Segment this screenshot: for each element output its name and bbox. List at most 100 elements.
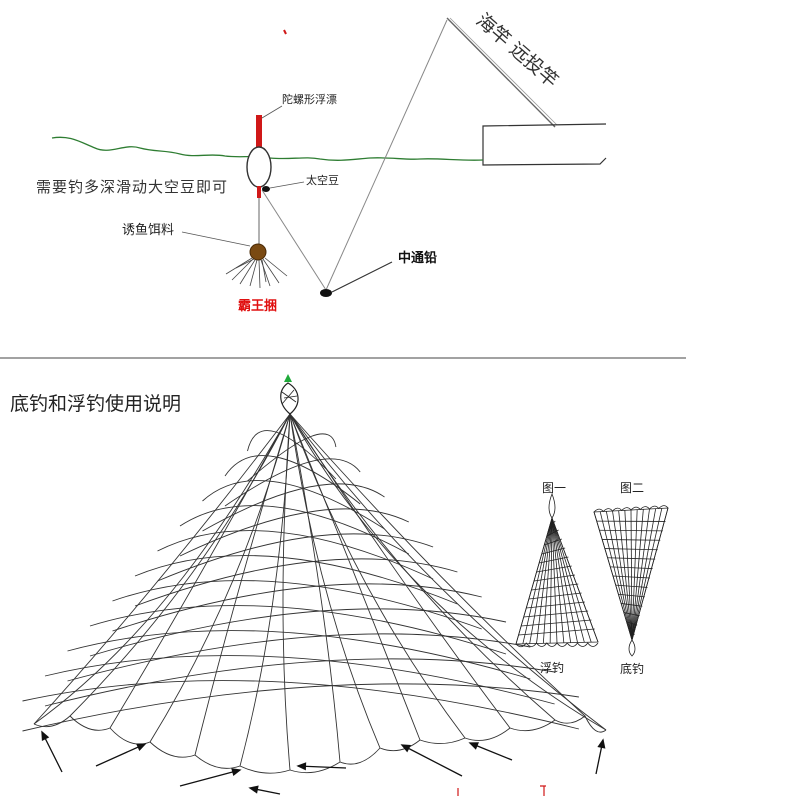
figure2-strand bbox=[631, 509, 638, 641]
figure2-weave bbox=[602, 539, 661, 541]
leader-line bbox=[261, 189, 327, 291]
figure1-weave bbox=[526, 601, 585, 609]
figure1-strand bbox=[542, 517, 553, 644]
hook-strands bbox=[225, 257, 288, 289]
main-line bbox=[325, 19, 448, 291]
figure1-strand bbox=[549, 517, 553, 644]
figure1-strand bbox=[551, 517, 578, 643]
net-strand bbox=[289, 413, 341, 763]
arrow-head bbox=[248, 785, 259, 794]
depth-note: 需要钓多深滑动大空豆即可 bbox=[36, 178, 228, 196]
net-weave bbox=[89, 605, 507, 655]
weight-arrow bbox=[95, 743, 146, 767]
figure2-strand bbox=[618, 510, 633, 641]
figure1-weave bbox=[528, 592, 582, 600]
net-strand bbox=[194, 413, 291, 756]
shore-platform bbox=[482, 123, 607, 166]
figure2-net bbox=[593, 505, 669, 657]
net-weave bbox=[202, 480, 385, 530]
arrow-head bbox=[400, 744, 412, 753]
weight-arrow bbox=[401, 744, 463, 777]
net-weave bbox=[224, 458, 361, 507]
arrow-head bbox=[136, 743, 147, 752]
figure2-strand bbox=[624, 510, 633, 641]
figure2-knot bbox=[628, 639, 636, 657]
figure2-strand bbox=[631, 508, 663, 641]
rod bbox=[446, 17, 556, 128]
figure1-weave bbox=[549, 520, 556, 528]
float-body bbox=[246, 146, 272, 188]
net-weave bbox=[22, 680, 580, 730]
bean-label: 太空豆 bbox=[306, 173, 339, 187]
figure1-hem bbox=[515, 642, 599, 648]
net-strand bbox=[289, 413, 607, 731]
net-weave bbox=[67, 630, 531, 680]
net-edge-right bbox=[289, 413, 607, 731]
figure1-strand bbox=[551, 517, 592, 643]
figure1-weave bbox=[523, 610, 589, 618]
bait-label: 诱鱼饵料 bbox=[122, 222, 174, 238]
net-weave bbox=[112, 583, 482, 632]
net-weave bbox=[44, 658, 555, 707]
net-top-knot bbox=[280, 382, 299, 415]
knot-weave bbox=[281, 389, 298, 405]
figure1-strand bbox=[551, 517, 565, 643]
figure1-weave bbox=[531, 583, 579, 591]
net-strand bbox=[289, 413, 511, 729]
figure2-weave bbox=[610, 566, 653, 569]
arrow-head bbox=[468, 742, 479, 750]
net-weave bbox=[134, 558, 458, 607]
float-label: 陀螺形浮漂 bbox=[282, 92, 337, 106]
bean-pointer bbox=[269, 181, 305, 189]
figure1-strand bbox=[529, 517, 553, 644]
net-strand bbox=[289, 413, 381, 749]
figure2-strand bbox=[605, 511, 633, 641]
arrow-head bbox=[41, 730, 50, 742]
figure1-weave bbox=[536, 565, 572, 573]
figure2-strand bbox=[631, 507, 669, 641]
figure1-strand bbox=[522, 517, 553, 644]
figure1-weave bbox=[518, 628, 595, 636]
figure2-strand bbox=[631, 508, 657, 641]
rig-label: 霸王捆 bbox=[238, 298, 277, 314]
net-weave bbox=[22, 683, 579, 732]
figure1-weave bbox=[544, 538, 562, 546]
figure1-net bbox=[515, 492, 599, 648]
net-weave bbox=[202, 483, 385, 532]
figure2-weave bbox=[615, 584, 648, 588]
bottom-title: 底钓和浮钓使用说明 bbox=[10, 393, 181, 415]
figure2-title: 图二 bbox=[620, 481, 644, 495]
net-strand bbox=[289, 413, 421, 741]
net-weave bbox=[247, 433, 337, 482]
weight-arrow bbox=[179, 769, 241, 787]
arrow-head bbox=[597, 738, 606, 749]
figure2-weave bbox=[612, 575, 651, 579]
float-tail bbox=[257, 186, 261, 198]
figure1-strand bbox=[551, 517, 599, 643]
sinker bbox=[320, 289, 332, 297]
float-pointer bbox=[261, 105, 283, 119]
figure2-weave bbox=[604, 548, 658, 551]
figure1-weave bbox=[539, 556, 569, 564]
figure2-weave bbox=[629, 630, 635, 635]
net-strand bbox=[33, 413, 291, 725]
float-stem bbox=[256, 115, 262, 155]
arrow-head bbox=[231, 768, 242, 777]
figure2-strand bbox=[612, 510, 633, 641]
net-strand bbox=[69, 413, 291, 717]
water-surface bbox=[51, 136, 484, 161]
space-bean bbox=[262, 186, 270, 192]
figure2-weave bbox=[623, 612, 640, 617]
net-hem bbox=[33, 715, 607, 774]
cast-net bbox=[22, 413, 607, 774]
net-weave bbox=[224, 455, 361, 505]
figure1-weave bbox=[541, 547, 566, 555]
figure1-title: 图一 bbox=[542, 481, 566, 495]
figure1-caption: 浮钓 bbox=[540, 661, 564, 675]
net-weave bbox=[89, 608, 507, 657]
figure2-weave bbox=[607, 557, 656, 560]
net-weave bbox=[44, 655, 555, 705]
stray-mark bbox=[283, 29, 287, 35]
figure2-weave bbox=[626, 621, 638, 626]
